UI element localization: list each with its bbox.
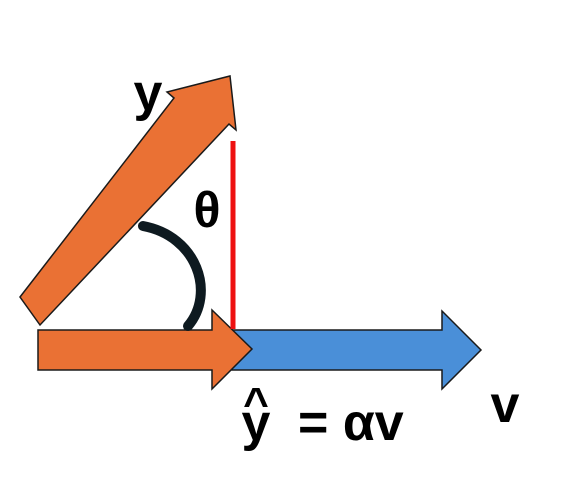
label-y: y (134, 64, 163, 122)
label-yhat-hat: ^ (243, 379, 269, 428)
label-equation: = αv (298, 394, 404, 452)
label-theta: θ (193, 182, 220, 238)
vector-v-arrow (231, 309, 483, 391)
label-yhat-y: y (242, 394, 271, 452)
angle-theta-arc (138, 221, 206, 331)
label-v: v (491, 376, 520, 434)
vector-y-arrow (19, 75, 237, 327)
projection-yhat-arrow (37, 308, 254, 391)
